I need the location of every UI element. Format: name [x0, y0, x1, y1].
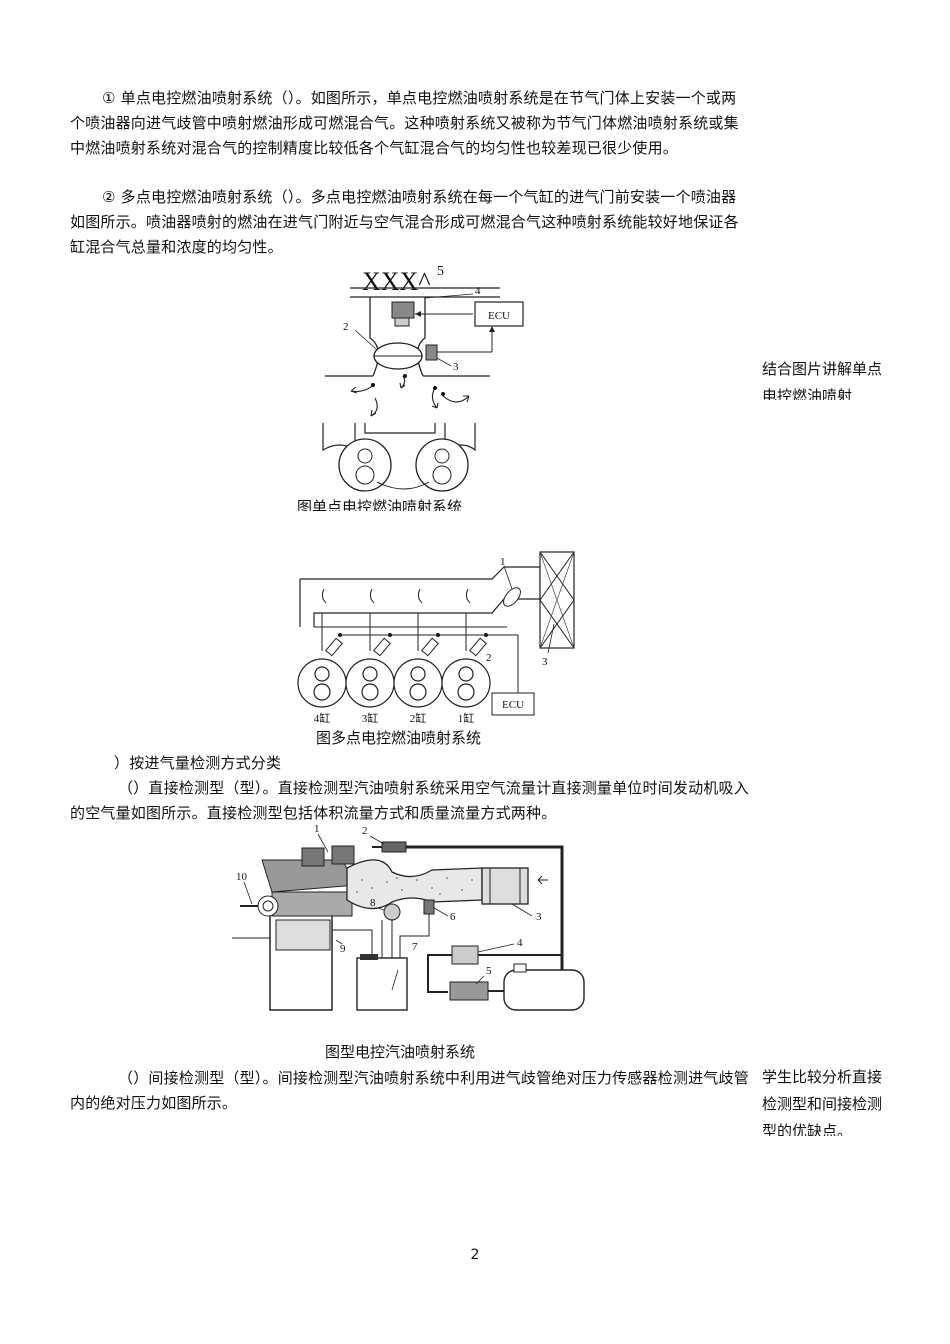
figure2-ecu-label: ECU — [502, 699, 524, 711]
figure2-cyl-2: 2缸 — [410, 711, 427, 725]
paragraph-indirect-detection: （）间接检测型（型）。间接检测型汽油喷射系统中利用进气歧管绝对压力传感器检测进气… — [70, 1069, 749, 1112]
figure3-label-9: 9 — [340, 943, 346, 955]
figure3-label-7: 7 — [412, 941, 418, 953]
figure1-label-2: 2 — [343, 321, 349, 333]
paragraph-direct-detection: （）直接检测型（型）。直接检测型汽油喷射系统采用空气流量计直接测量单位时间发动机… — [70, 779, 749, 822]
figure2-label-1: 1 — [500, 556, 506, 568]
paragraph-multi-point-injection: ② 多点电控燃油喷射系统（）。多点电控燃油喷射系统在每一个气缸的进气门前安装一个… — [70, 188, 739, 256]
figure3-label-8: 8 — [370, 897, 376, 909]
figure-direct-detection-system-diagram: 10 1 3 2 6 8 9 7 4 5 — [232, 823, 585, 1011]
section-heading-air-measurement: ）按进气量检测方式分类 — [114, 754, 282, 772]
paragraph-single-point-injection: ① 单点电控燃油喷射系统（）。如图所示，单点电控燃油喷射系统是在节气门体上安装一… — [70, 89, 739, 157]
side-note-single-point: 结合图片讲解单点电控燃油喷射 — [762, 360, 883, 400]
figure2-caption: 图多点电控燃油喷射系统 — [316, 729, 482, 747]
figure1-caption: 图单点电控燃油喷射系统 — [297, 498, 463, 511]
figure2-label-2: 2 — [486, 652, 492, 664]
figure3-caption: 图型电控汽油喷射系统 — [325, 1043, 476, 1061]
side-note-compare-detection: 学生比较分析直接检测型和间接检测型的优缺点。 — [762, 1068, 883, 1136]
figure3-label-10: 10 — [236, 871, 248, 883]
figure1-header-sup: 5 — [437, 264, 444, 279]
figure1-ecu-label: ECU — [488, 310, 510, 322]
figure3-label-1: 1 — [314, 823, 320, 835]
figure3-label-5: 5 — [486, 965, 492, 977]
figure2-cyl-1: 1缸 — [458, 711, 475, 725]
figure3-label-2: 2 — [362, 825, 368, 837]
figure2-label-3: 3 — [542, 656, 548, 668]
figure1-label-4: 4 — [475, 285, 481, 297]
figure3-label-4: 4 — [517, 937, 523, 949]
figure3-label-3: 3 — [536, 911, 542, 923]
figure-multi-point-injection-diagram: 1 3 2 ECU 4缸 3缸 2缸 1缸 — [297, 551, 575, 725]
figure2-cyl-3: 3缸 — [362, 711, 379, 725]
figure-single-point-injection-diagram: XXX^ 5 ECU 4 2 3 — [322, 264, 524, 492]
figure1-label-3: 3 — [453, 361, 459, 373]
figure2-cyl-4: 4缸 — [314, 711, 331, 725]
figure3-label-6: 6 — [450, 911, 456, 923]
figure1-header-text: XXX^ — [362, 267, 431, 296]
page-number: 2 — [470, 1247, 480, 1263]
